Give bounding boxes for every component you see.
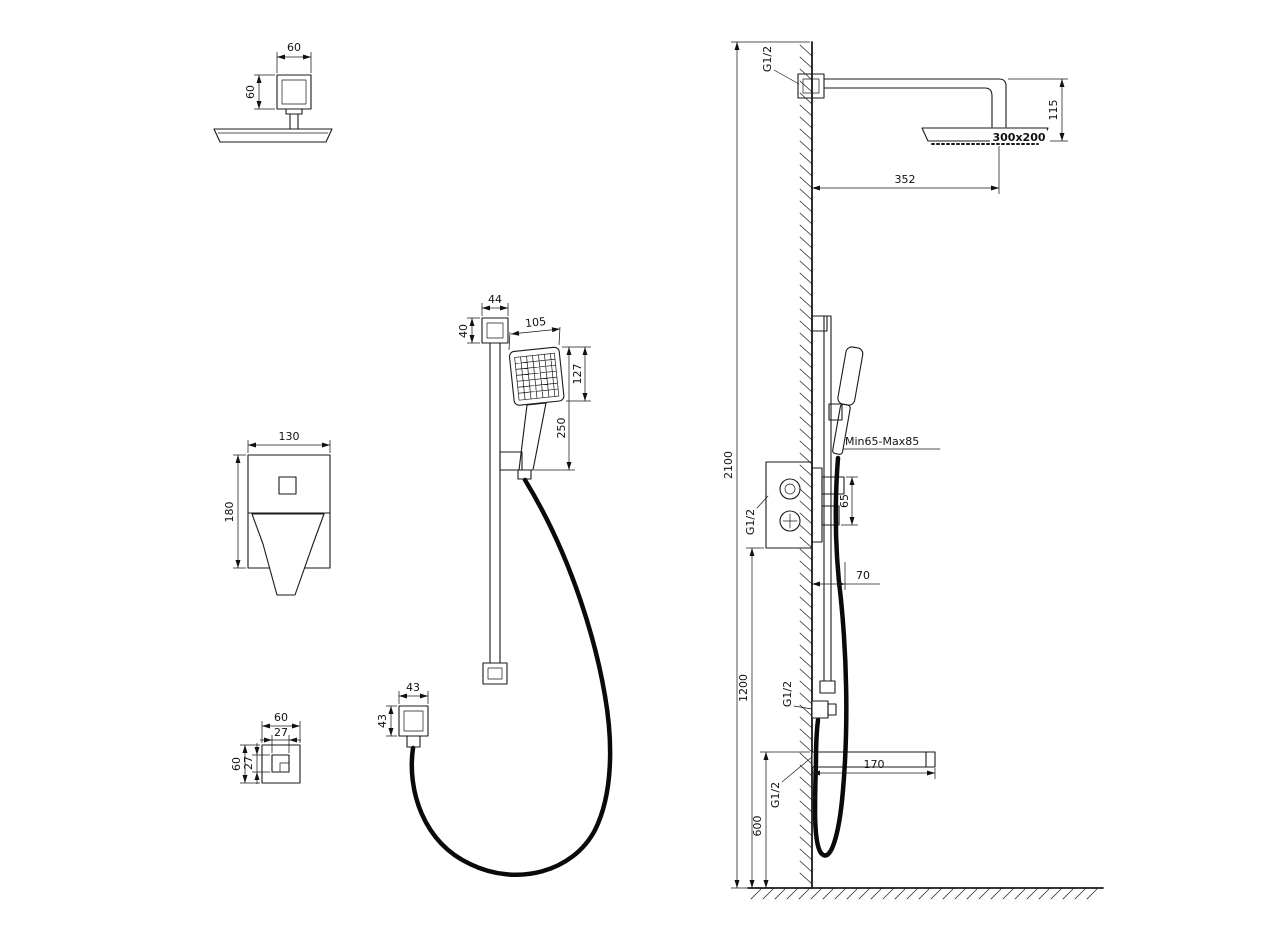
mixer-valve-side-view [765,461,845,549]
hose-nut [517,469,532,480]
dim-handshower-head-height: 127 [571,364,584,385]
leader-lines [756,69,941,783]
label-thread-top: G1/2 [761,46,774,72]
label-head-size: 300x200 [992,131,1045,144]
dim-arm-drop: 115 [1047,100,1060,121]
technical-drawing [213,41,1104,900]
valve-screw [779,510,801,532]
label-thread-valve: G1/2 [744,509,757,535]
shower-arm-inner [823,87,993,128]
union-detail-square [279,762,290,773]
hand-shower-head-side [837,346,864,406]
wall-union-front-view [261,744,301,784]
rail-bracket-side [811,315,828,332]
dim-rail-bracket-height: 40 [457,324,470,338]
valve-knob-lower [821,505,840,526]
hose-outlet-nut [827,703,837,716]
valve-cartridge-inner [784,483,796,495]
hose-elbow-stem [406,735,421,748]
dim-spout-height: 600 [751,816,764,837]
dim-total-height: 2100 [722,451,735,479]
spray-face-frame [514,352,560,401]
rail-bottom-cap [482,662,508,685]
shower-hose [409,477,613,878]
dim-rail-bracket-width: 44 [488,293,502,306]
arm-collar [285,108,303,115]
hand-shower-handle-side [832,403,851,455]
installation-side-view [747,41,1104,900]
union-inner-square [271,754,290,773]
dim-spout-reach: 170 [864,758,885,771]
diverter-button [278,476,297,495]
hose-elbow-front-view [398,705,429,748]
hand-shower-side-view [832,346,864,455]
dim-hose-gap: 70 [856,569,870,582]
dim-overhead-flange-width: 60 [287,41,301,54]
valve-body [765,461,813,549]
hose-outlet-elbow [811,700,829,719]
union-outer-square [261,744,301,784]
hand-shower-head [508,346,565,406]
dim-handshower-width: 105 [525,315,547,330]
label-thread-hose-outlet: G1/2 [781,681,794,707]
dim-union-inner-height: 27 [242,756,255,770]
rail-bottom-cap-inner [487,667,503,680]
wall-floor-hatching [750,44,1099,900]
dim-hose-elbow-width: 43 [406,681,420,694]
hose-elbow-inner [403,710,424,732]
slide-rail-assembly-front-view [398,317,613,878]
dim-mixer-height: 180 [223,502,236,523]
shower-head-plate [213,128,333,143]
dim-union-outer-width: 60 [274,711,288,724]
dim-union-inner-width: 27 [274,726,288,739]
mixer-lever [251,513,325,596]
overhead-shower-front-view [213,74,333,143]
dim-valve-height: 1200 [737,674,750,702]
dim-arm-reach: 352 [895,173,916,186]
valve-knob-upper [821,476,845,495]
slide-rail [489,342,501,664]
hose-elbow-flange [398,705,429,737]
dim-mixer-width: 130 [279,430,300,443]
mixer-trim-front-view [247,454,331,596]
valve-cartridge [779,478,801,500]
arm-wall-flange [797,73,825,99]
hand-shower-front-view [508,346,565,406]
ceiling-flange-inner [281,79,307,105]
valve-escutcheon [811,467,823,543]
rail-top-bracket [481,317,509,344]
label-valve-note: Min65-Max85 [845,435,919,448]
dim-overhead-flange-height: 60 [244,85,257,99]
spray-nozzle-grid [514,353,559,400]
rail-top-bracket-inner [486,322,504,339]
slide-rail-side [823,315,832,689]
head-size-label-bg [990,130,1047,143]
dim-handshower-total-height: 250 [555,418,568,439]
dim-hose-elbow-height: 43 [376,714,389,728]
dim-knob-span: 65 [838,494,851,508]
label-thread-spout: G1/2 [769,782,782,808]
rail-holder [499,451,523,471]
arm-wall-flange-inner [802,78,820,94]
shower-arm-outer [823,78,1007,128]
dim-union-outer-height: 60 [230,757,243,771]
rail-cap-side [819,680,836,694]
hand-shower-handle [518,402,547,471]
rail-holder-side [828,403,843,421]
shower-hose-side [812,455,849,858]
